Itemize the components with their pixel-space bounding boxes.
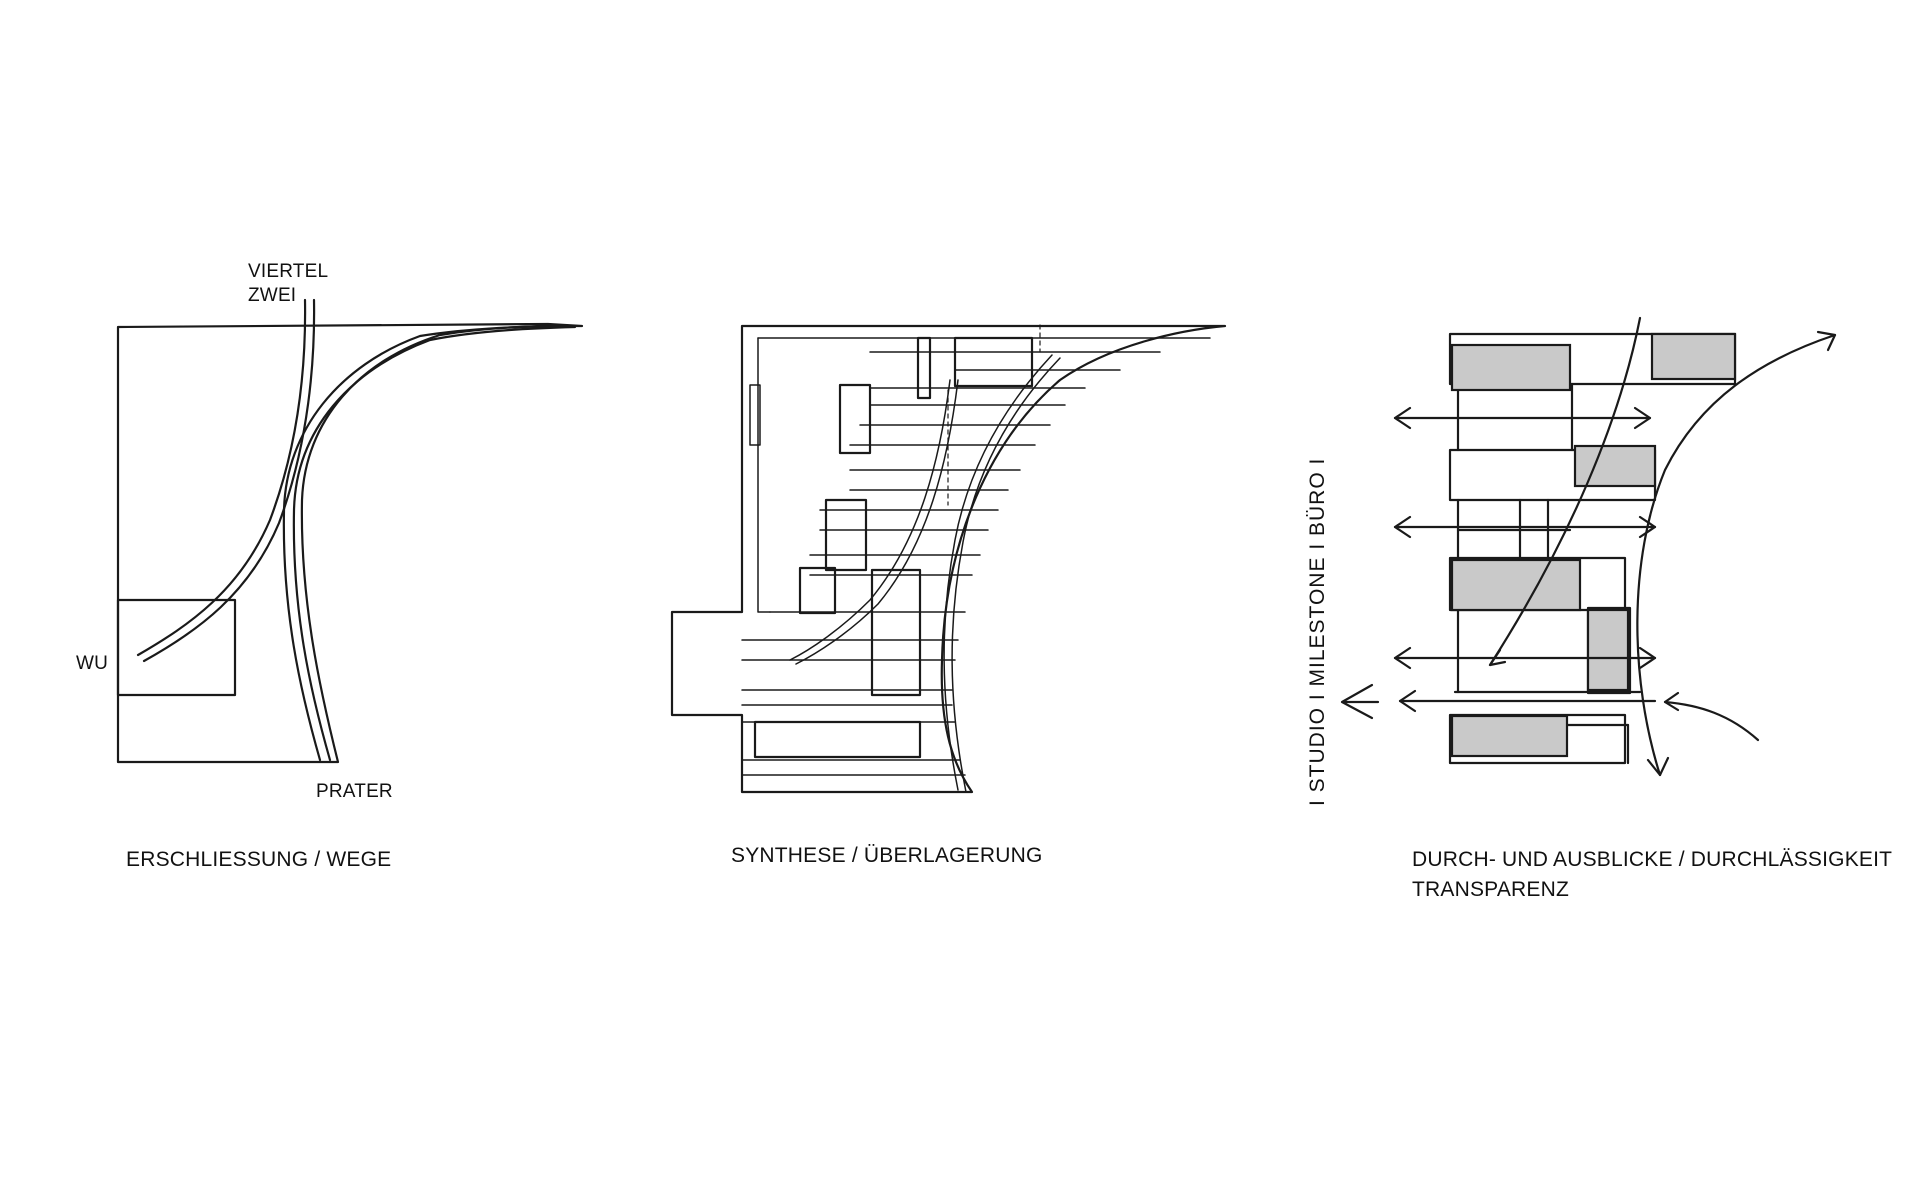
vertical-program-label: I STUDIO I MILESTONE I BÜRO I [1306,457,1329,806]
site-outline-2 [670,324,1227,794]
diagram-erschliessung [116,298,584,764]
viertel-wu-path-a [136,298,307,657]
label-zwei: ZWEI [248,285,297,306]
stripe-lines [741,337,1211,776]
caption-durchblicke-line1: DURCH- UND AUSBLICKE / DURCHLÄSSIGKEIT [1412,848,1893,871]
inner-boundary [757,337,771,613]
prater-path-outer [292,325,577,762]
diagonal-arrow [1488,316,1642,667]
label-wu: WU [76,653,109,674]
synthese-path-b2 [951,357,1061,793]
synthese-path-a2 [795,379,959,665]
eye-icon [1340,683,1380,720]
diagonal-arrow-head [1488,648,1507,667]
label-prater: PRATER [316,781,393,802]
view-arrows [1393,406,1657,713]
edge-strip [749,384,761,446]
site-outline-1 [116,322,584,764]
caption-synthese: SYNTHESE / ÜBERLAGERUNG [731,844,1043,867]
curved-arrow [1636,333,1837,777]
synthese-path-a1 [789,379,951,661]
caption-erschliessung: ERSCHLIESSUNG / WEGE [126,848,392,871]
structure-outline [1448,332,1737,765]
curved-arrow-head-top [1816,330,1837,352]
building-blocks [753,336,1034,759]
shaded-blocks [1450,332,1737,758]
wu-building [116,598,237,697]
diagram-durchblicke [1340,316,1837,777]
diagram-synthese [670,324,1227,794]
prater-path-inner [282,324,570,762]
viertel-wu-path-b [142,298,316,663]
caption-durchblicke-line2: TRANSPARENZ [1412,878,1569,901]
label-viertel: VIERTEL [248,261,329,282]
inbound-arrow-head [1663,691,1680,712]
inbound-curve [1663,700,1760,742]
synthese-path-b1 [943,354,1053,791]
curved-arrow-head-bottom [1646,756,1670,777]
